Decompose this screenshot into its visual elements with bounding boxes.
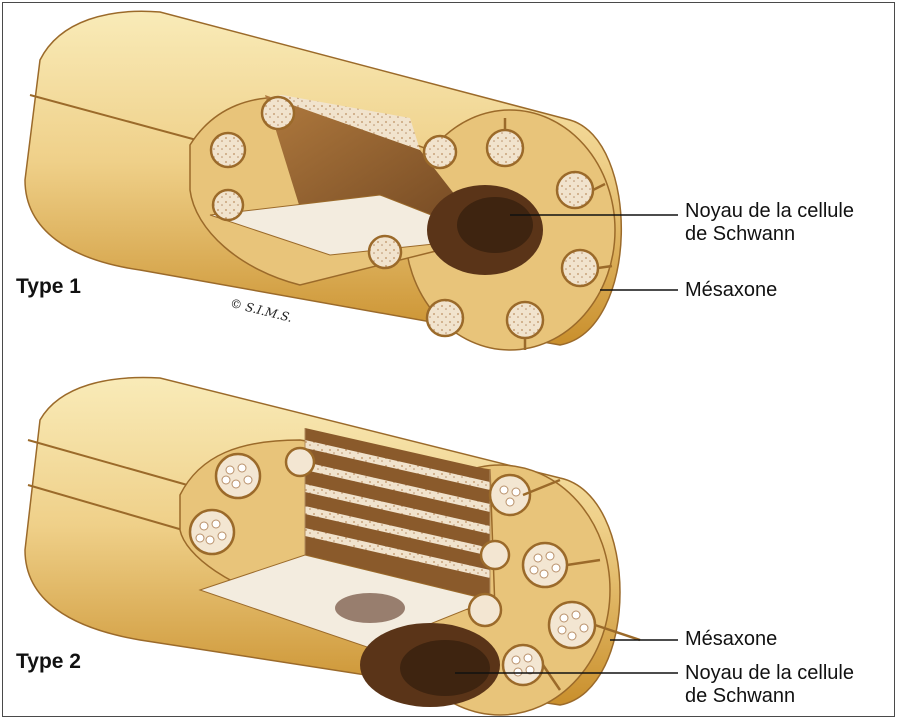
type2-nucleus-label-line1: Noyau de la cellule — [685, 662, 854, 685]
type2-axon-bundle — [469, 594, 501, 626]
type1-axon — [213, 190, 243, 220]
type2-mesaxon-label: Mésaxone — [685, 628, 777, 651]
type1-nucleus-label-line2: de Schwann — [685, 223, 795, 246]
type2-axon-bundle — [216, 454, 260, 498]
type2-fiber — [25, 377, 678, 715]
type1-axon — [369, 236, 401, 268]
type2-axon-bundle — [286, 448, 314, 476]
type1-axon — [424, 136, 456, 168]
type2-axon-bundle — [523, 543, 567, 587]
type1-axon — [427, 300, 463, 336]
type1-axon — [562, 250, 598, 286]
type2-title: Type 2 — [16, 650, 81, 674]
type1-axon — [262, 97, 294, 129]
type1-axon — [507, 302, 543, 338]
type1-axon — [211, 133, 245, 167]
type2-axon-bundle — [549, 602, 595, 648]
type2-axon-bundle — [503, 645, 543, 685]
type1-mesaxon-label: Mésaxone — [685, 279, 777, 302]
type2-axon-bundle — [481, 541, 509, 569]
type2-axon-bundle — [190, 510, 234, 554]
type1-axon — [557, 172, 593, 208]
type1-nucleus-label-line1: Noyau de la cellule — [685, 200, 854, 223]
type2-nucleus-label-line2: de Schwann — [685, 685, 795, 708]
type1-fiber — [25, 11, 678, 350]
type1-title: Type 1 — [16, 275, 81, 299]
type1-axon — [487, 130, 523, 166]
